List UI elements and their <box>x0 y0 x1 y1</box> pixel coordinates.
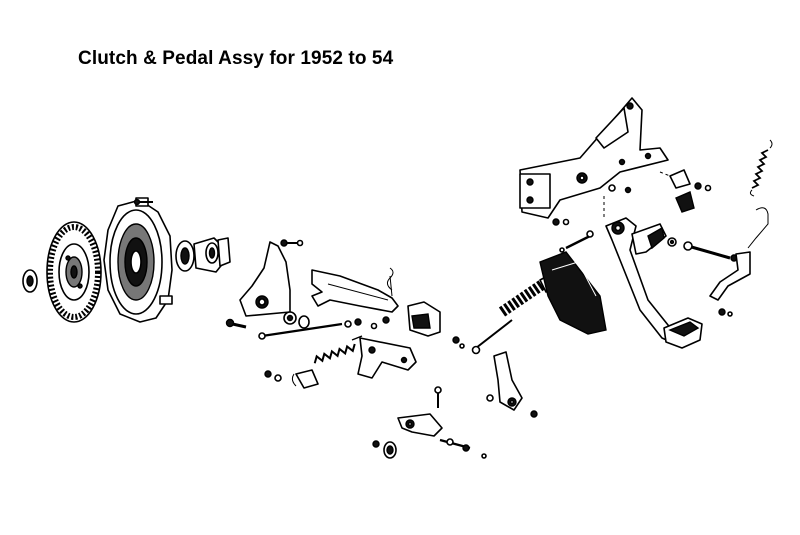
pedal-pad <box>663 317 703 349</box>
bush <box>283 311 310 329</box>
assembly-guide-lines <box>603 171 681 220</box>
cover-plate-bolt <box>280 239 304 247</box>
relay-shaft <box>372 438 487 459</box>
clutch-pressure-plate <box>103 197 173 323</box>
clutch-release-fork <box>311 267 399 313</box>
pivot-bolt <box>225 318 247 329</box>
fork-dust-boot <box>407 301 441 337</box>
pedal-bush <box>631 223 667 255</box>
clutch-pushrod <box>258 316 390 340</box>
release-bearing <box>175 237 231 273</box>
housing-cover-plate <box>239 241 291 317</box>
clevis-pin <box>559 230 594 253</box>
master-cylinder-body <box>539 251 607 335</box>
spring-hook-bracket <box>709 207 769 317</box>
relay-lever <box>486 351 538 418</box>
relay-bracket <box>397 386 443 437</box>
spring-anchor <box>264 369 319 389</box>
pilot-bearing <box>22 269 38 293</box>
return-spring <box>313 335 363 364</box>
pedal-shaft <box>667 237 738 262</box>
cover-bolt <box>133 198 153 206</box>
master-cylinder-link-rod <box>452 319 513 355</box>
pedal-mounting-bracket <box>519 97 669 219</box>
slave-cylinder-bracket <box>357 337 417 379</box>
diagram-title: Clutch & Pedal Assy for 1952 to 54 <box>78 48 394 69</box>
bracket-fasteners <box>552 169 712 226</box>
pedal-return-spring <box>749 139 773 197</box>
clutch-driven-plate <box>46 221 102 323</box>
